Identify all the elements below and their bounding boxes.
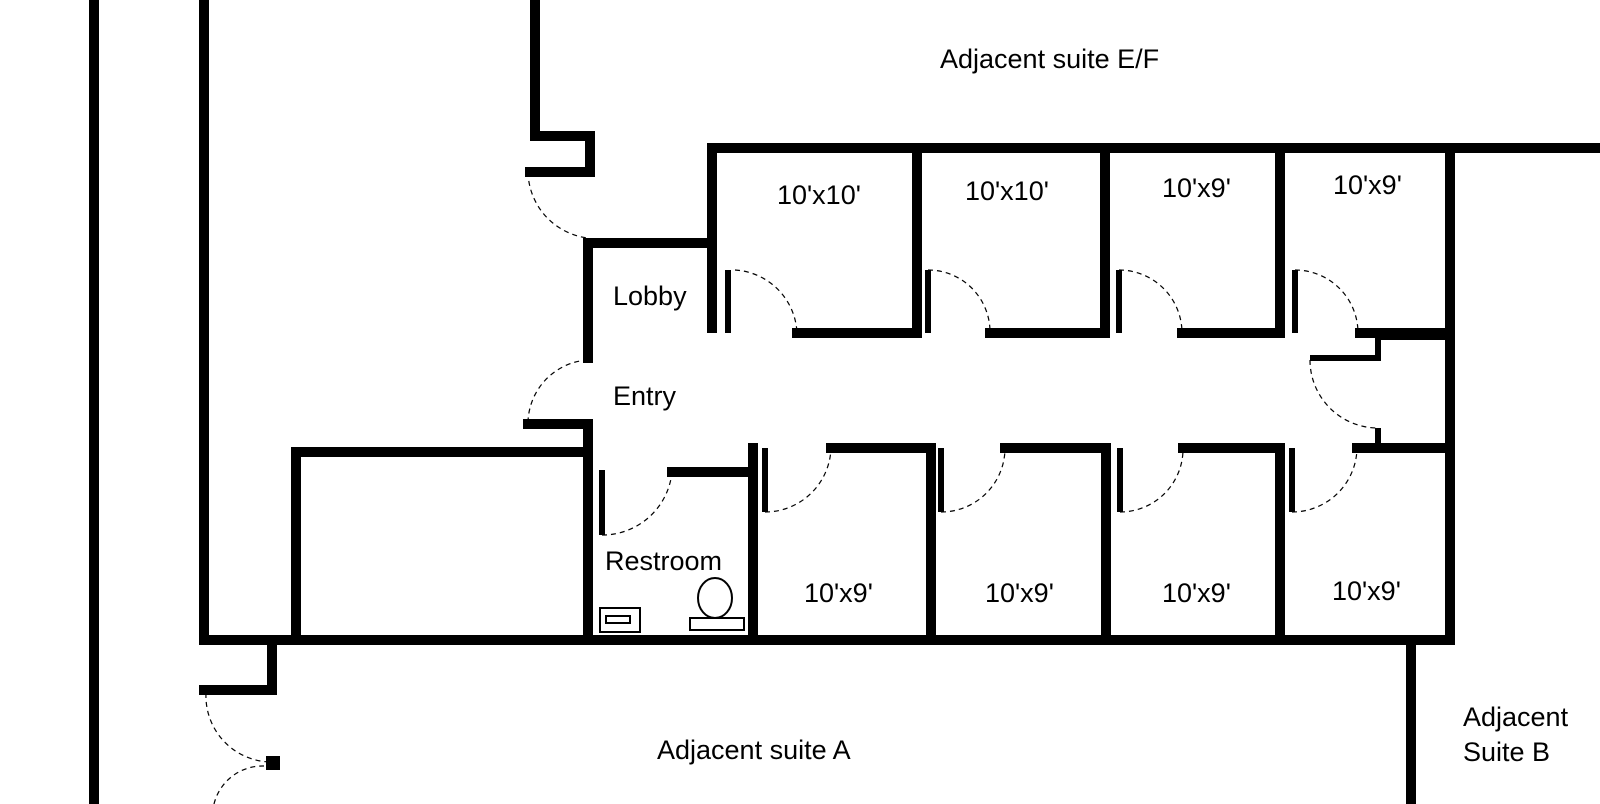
- door-swing: [764, 447, 832, 513]
- sink-basin: [605, 615, 631, 624]
- label-lobby: Lobby: [613, 281, 687, 311]
- office-size-bottom-3: 10'x9': [1162, 578, 1231, 608]
- door-swing: [1294, 269, 1359, 334]
- office-size-bottom-4: 10'x9': [1332, 576, 1401, 606]
- restroom-fixtures: [599, 577, 745, 633]
- office-size-bottom-1: 10'x9': [804, 578, 873, 608]
- door-swing: [1118, 269, 1183, 334]
- door-swings: [205, 171, 1379, 804]
- office-size-bottom-2: 10'x9': [985, 578, 1054, 608]
- bottom-office-walls: [599, 443, 1455, 645]
- door-swing: [927, 269, 991, 334]
- suite-walls: [267, 143, 1600, 645]
- office-size-top-1: 10'x10': [777, 180, 861, 210]
- door-swing: [601, 471, 673, 536]
- label-suite-b-line1: Adjacent: [1463, 702, 1569, 732]
- door-hinge: [266, 756, 280, 770]
- toilet: [697, 577, 733, 619]
- door-swing: [940, 447, 1006, 513]
- top-office-walls: [725, 143, 1455, 338]
- labels: Adjacent suite E/F Adjacent suite A Adja…: [605, 44, 1569, 767]
- office-size-top-2: 10'x10': [965, 176, 1049, 206]
- toilet-tank: [689, 617, 745, 631]
- door-swing: [1119, 447, 1184, 513]
- label-suite-b-line2: Suite B: [1463, 737, 1550, 767]
- door-swing: [734, 269, 798, 334]
- office-size-top-3: 10'x9': [1162, 173, 1231, 203]
- label-entry: Entry: [613, 381, 677, 411]
- office-size-top-4: 10'x9': [1333, 170, 1402, 200]
- door-swing: [527, 359, 589, 423]
- label-suite-ef: Adjacent suite E/F: [940, 44, 1159, 74]
- door-swing: [213, 765, 265, 804]
- label-suite-a: Adjacent suite A: [657, 735, 851, 765]
- door-swing: [1291, 447, 1358, 513]
- outer-walls: [89, 0, 1416, 804]
- label-restroom: Restroom: [605, 546, 722, 576]
- door-swing: [1309, 359, 1379, 429]
- door-swing: [527, 171, 589, 239]
- door-swing: [205, 692, 273, 763]
